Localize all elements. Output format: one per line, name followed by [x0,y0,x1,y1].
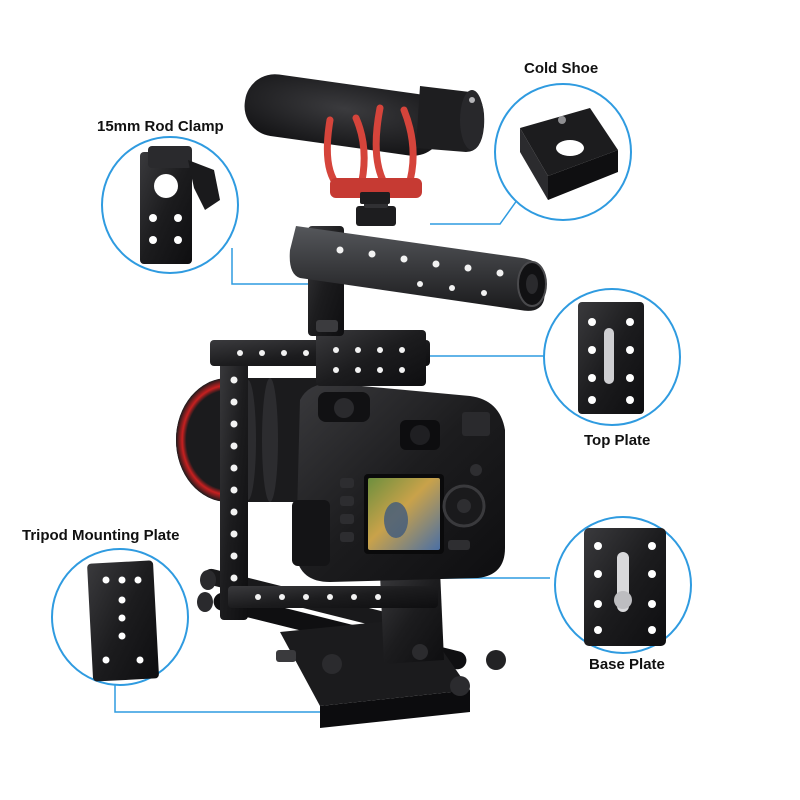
top-plate-label: Top Plate [584,432,651,449]
rod-clamp-part [140,146,220,264]
cold-shoe-part [520,108,618,200]
shotgun-microphone [244,74,485,204]
tripod-plate-label: Tripod Mounting Plate [22,527,180,544]
cold-shoe-label: Cold Shoe [524,60,599,77]
base-plate-assembly [276,570,506,728]
base-plate-label: Base Plate [589,656,665,673]
top-plate-part [578,302,644,414]
tripod-plate-part [87,560,159,682]
rod-clamp-label: 15mm Rod Clamp [97,118,224,135]
camera-body [292,383,505,582]
top-handle [289,226,547,336]
base-plate-part [584,528,666,646]
camera-cage [210,330,438,620]
